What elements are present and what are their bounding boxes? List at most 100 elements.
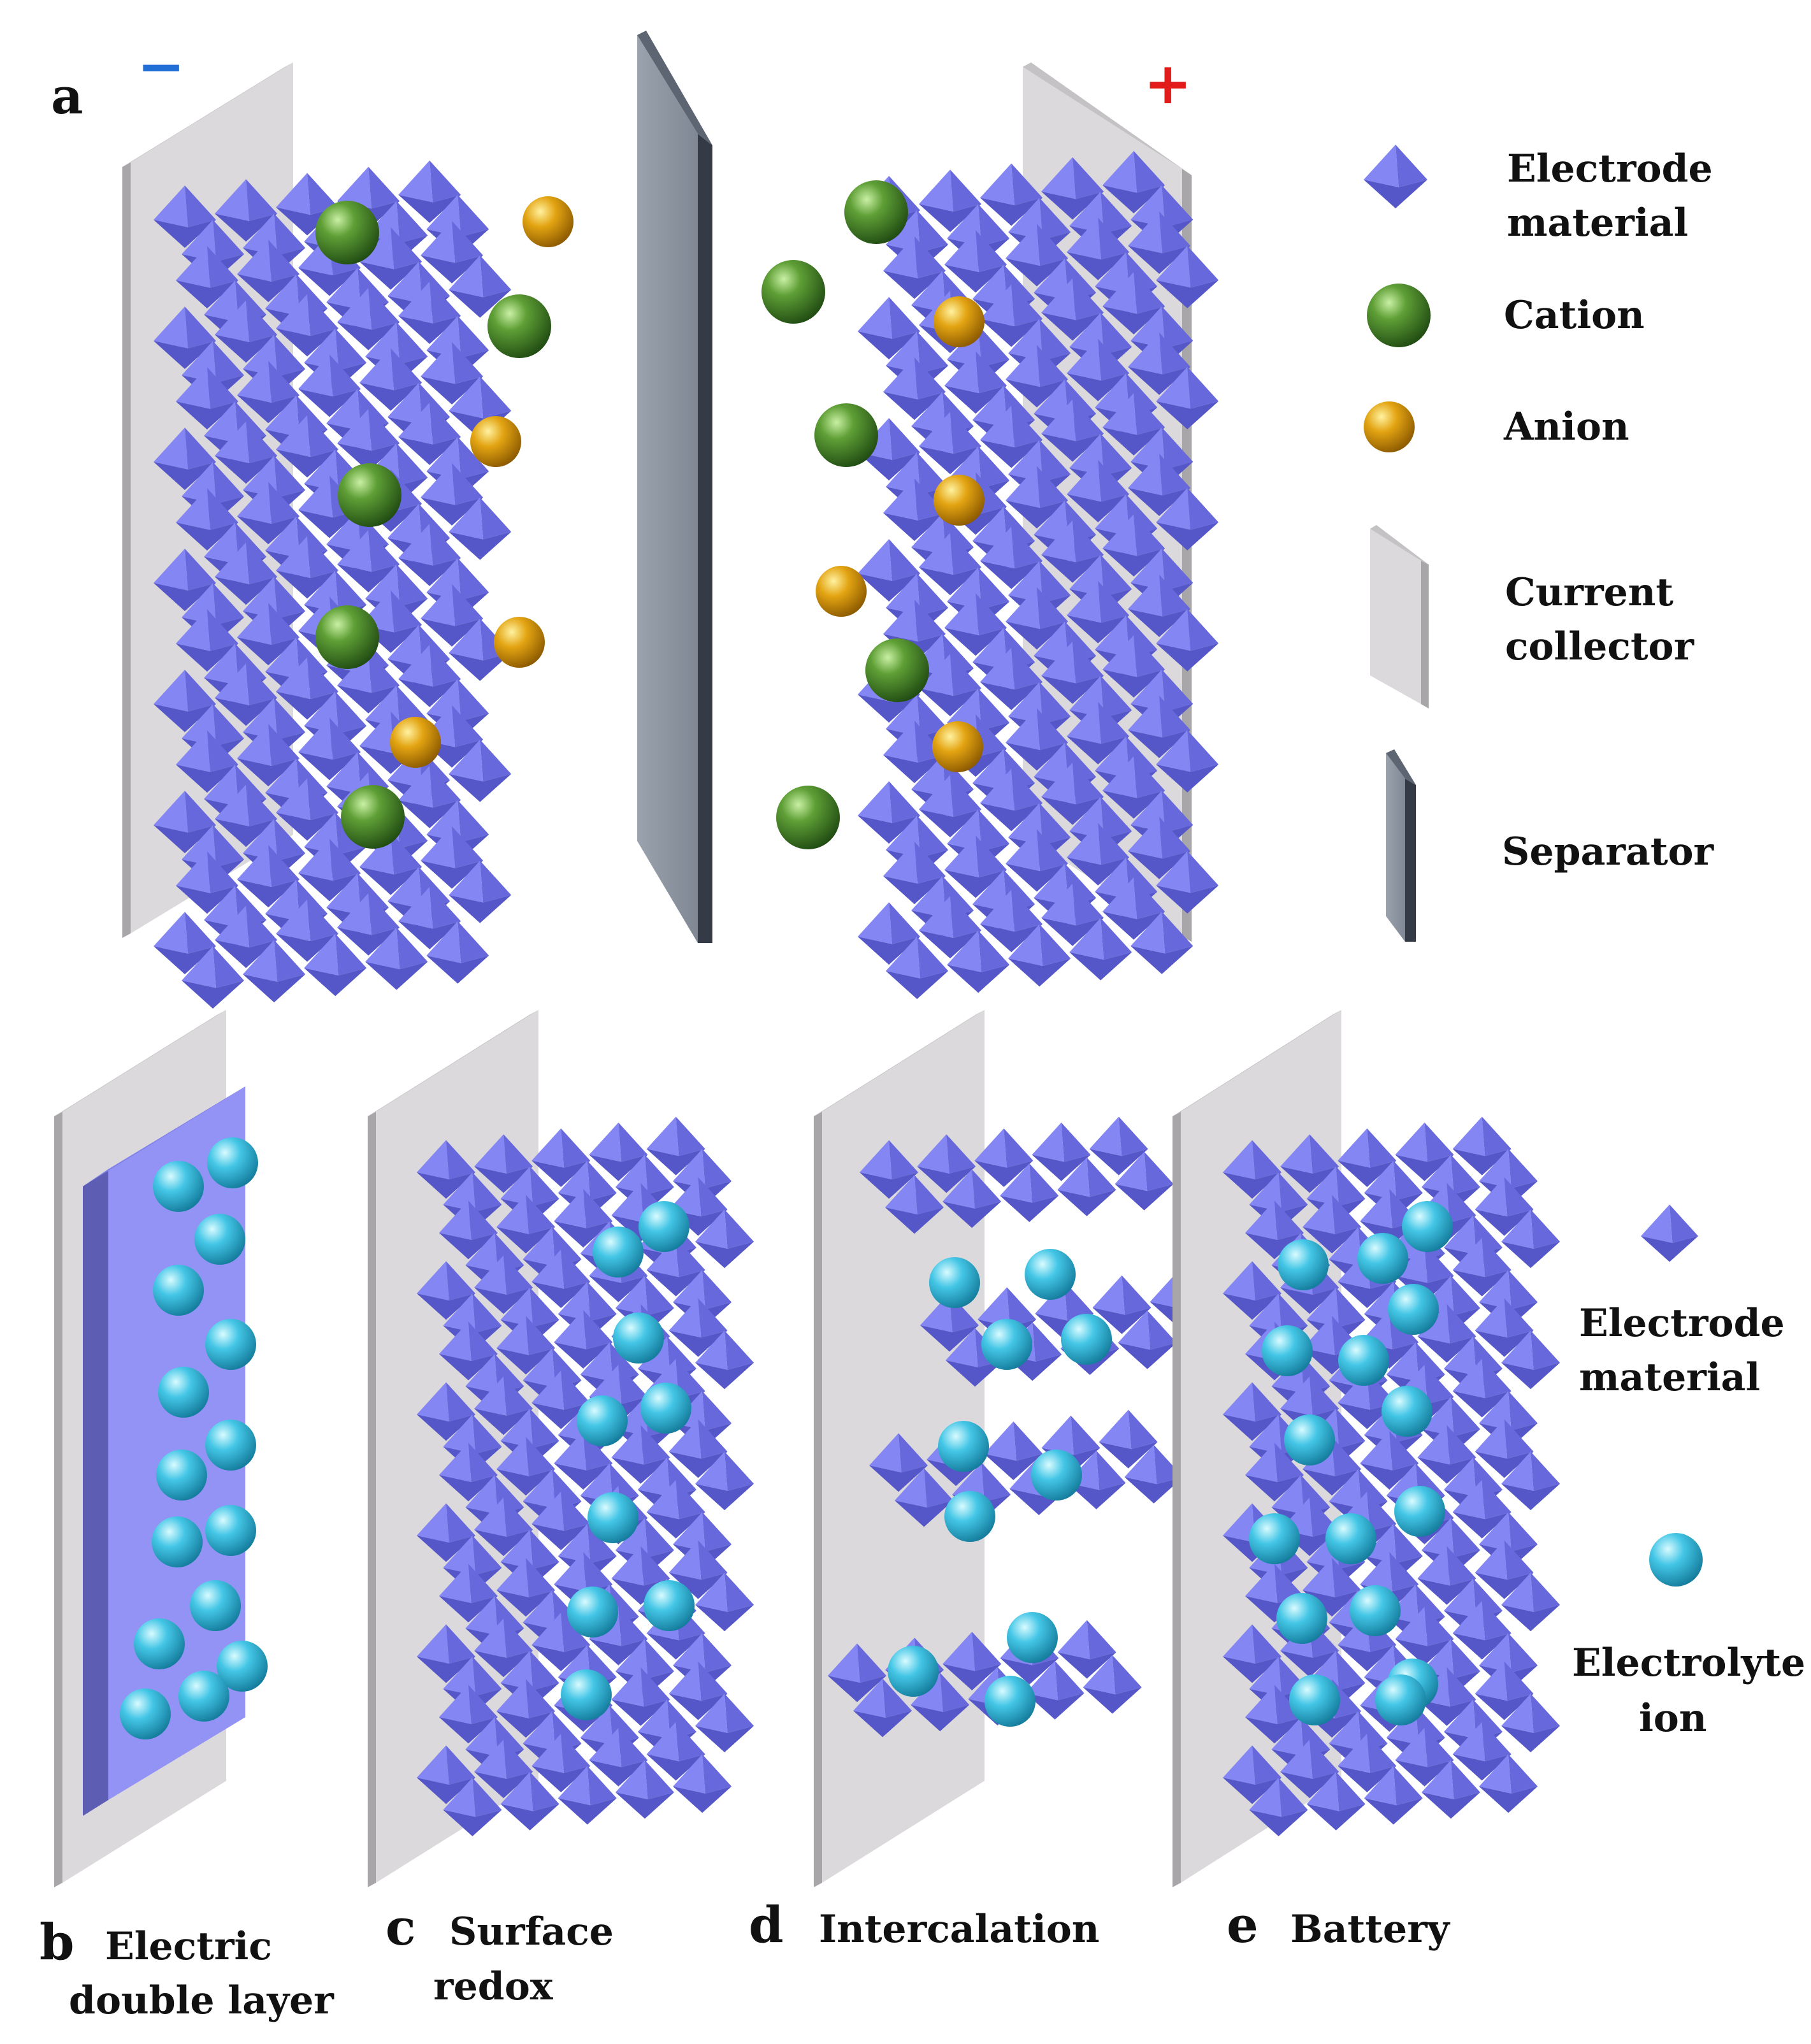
octahedron-unit [668,1661,728,1720]
electrolyte-ion [178,1671,229,1722]
octahedron-unit [421,220,484,284]
octahedron-unit [449,739,512,802]
octahedron-unit [421,463,484,526]
octahedron-unit [944,835,1007,898]
octahedron-unit [182,946,245,1009]
octahedron-unit [496,1679,556,1738]
electrolyte-ion [561,1669,612,1720]
octahedron-unit [917,1134,976,1193]
octahedron-unit [1501,1451,1561,1511]
octahedron-unit [1245,1443,1304,1502]
octahedron-unit [919,412,982,475]
caption-c-line1: Surface [449,1910,614,1954]
octahedron-unit [1067,459,1130,522]
octahedron-unit [398,644,461,707]
octahedron-unit [883,357,946,421]
octahedron-unit [496,1195,556,1254]
octahedron-unit [276,294,339,357]
octahedron-unit [858,418,920,481]
octahedron-unit [1099,1409,1158,1469]
octahedron-unit [1223,1382,1281,1441]
octahedron-unit [1479,1754,1538,1813]
electrolyte-ion [1289,1674,1340,1725]
octahedron-unit [1006,224,1069,287]
octahedron-unit [974,1128,1034,1187]
octahedron-unit [1041,157,1104,220]
octahedron-unit [215,421,278,484]
octahedron-unit [673,1754,732,1813]
legend-anion-label: Anion [1503,405,1629,449]
cation [844,180,908,244]
octahedron-unit [531,1371,591,1429]
octahedron-unit [980,889,1043,953]
legend-bottom-electrode-material-icon [1641,1204,1698,1262]
electrolyte-ion [588,1492,639,1543]
octahedron-unit [942,1169,1002,1228]
anion [934,475,985,526]
electrode-sheet [176,220,512,343]
legend-bottom-electrode-material-line2: material [1579,1355,1760,1400]
electrolyte-ion [944,1491,995,1542]
octahedron-unit [1452,1479,1512,1539]
octahedron-unit [1641,1204,1698,1262]
electrode-sheet [417,1722,732,1836]
octahedron-unit [1102,756,1165,819]
electrode-sheet [439,1419,754,1534]
panel-d-electrolyte-ions [888,1249,1112,1727]
octahedron-unit [449,497,512,560]
octahedron-unit [860,1140,918,1199]
octahedron-unit [858,297,920,360]
octahedron-unit [695,1209,754,1269]
octahedron-unit [531,1249,591,1308]
octahedron-unit [1249,1778,1308,1836]
cation [341,785,405,849]
octahedron-unit [276,536,339,599]
electrode-sheet [858,150,1194,273]
caption-d-line1: Intercalation [819,1907,1099,1952]
octahedron-unit [417,1745,475,1804]
octahedron-unit [1501,1330,1561,1390]
octahedron-unit [1156,245,1219,308]
panel-a-ions [315,180,985,849]
octahedron-unit [426,921,489,984]
panel-a: a − + [51,31,1219,1009]
octahedron-unit [1302,1558,1362,1617]
octahedron-unit [919,775,982,838]
octahedron-unit [695,1330,754,1390]
octahedron-unit [944,351,1007,414]
octahedron-unit [1008,924,1071,987]
electrolyte-ion [577,1395,628,1446]
octahedron-unit [1156,608,1219,672]
octahedron-unit [944,593,1007,656]
octahedron-unit [1501,1694,1561,1753]
octahedron-unit [1501,1573,1561,1632]
cation [814,403,878,467]
electrode-sheet [858,877,1194,999]
electrode-sheet [176,584,512,706]
octahedron-unit [1338,1734,1397,1792]
captions: b Electric double layer c Surface redox … [40,1896,1451,2023]
octahedron-unit [154,791,216,854]
electrolyte-ion [1350,1585,1401,1636]
octahedron-unit [980,405,1043,468]
octahedron-unit [1364,1766,1423,1825]
octahedron-unit [417,1140,475,1199]
octahedron-unit [439,1564,498,1623]
octahedron-unit [215,179,278,242]
panel-d-electrode-material [828,1116,1234,1738]
electrolyte-ion [1394,1486,1445,1537]
octahedron-unit [215,663,278,726]
octahedron-unit [243,940,306,1003]
octahedron-unit [474,1255,533,1314]
electrolyte-ion [1388,1284,1439,1335]
legend-electrode-material-icon [1364,145,1427,208]
panel-a-letter: a [51,68,83,126]
octahedron-unit [474,1376,533,1436]
octahedron-unit [531,1128,591,1187]
octahedron-unit [1067,823,1130,886]
octahedron-unit [1128,453,1191,516]
octahedron-unit [1083,1655,1142,1714]
octahedron-unit [417,1261,475,1320]
octahedron-unit [919,654,982,717]
octahedron-unit [439,1321,498,1381]
